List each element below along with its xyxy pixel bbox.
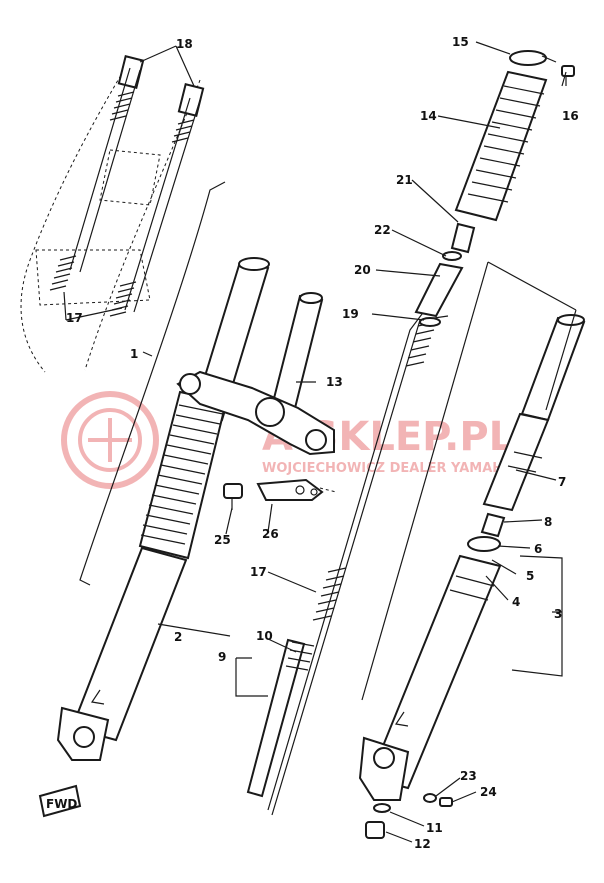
callout-17: 17 [250,565,267,579]
callout-18: 18 [176,37,193,51]
callout-5: 5 [526,569,534,583]
outer-tube [70,546,188,742]
callout-9: 9 [218,650,226,664]
left-fork-assembly [56,257,270,761]
upper-fork-boot [454,70,548,222]
drain-screw [423,793,453,807]
callout-19: 19 [342,307,359,321]
piston-ring-8 [480,512,506,538]
callout-2: 2 [174,630,182,644]
callout-20: 20 [354,263,371,277]
inset-spring-right [109,83,205,317]
spring-seat [419,317,441,327]
callout-14: 14 [420,109,437,123]
callout-16: 16 [562,109,579,123]
callout-12: 12 [414,837,431,851]
assembly-bracket-line [79,181,226,586]
leader-lines [63,41,567,843]
callout-1: 1 [130,347,138,361]
callout-22: 22 [374,223,391,237]
callout-3: 3 [554,607,562,621]
callout-4: 4 [512,595,520,609]
callout-6: 6 [534,542,542,556]
callout-8: 8 [544,515,552,529]
spacer-tube [414,262,464,318]
cap-screw [561,65,575,86]
oil-seal-6 [467,536,501,552]
watermark-sub-text: WOJCIECHOWICZ DEALER YAMAHA [262,461,513,476]
fwd-arrow-icon: FWD [38,784,82,818]
damper-bolt [365,803,391,839]
callout-labels: 18 17 1 2 13 25 26 17 10 9 15 16 14 21 2… [66,35,579,851]
inset-ghost-assembly [20,55,205,373]
under-bracket-assembly [176,292,335,456]
callout-25: 25 [214,533,231,547]
inset-spring-left [49,55,145,291]
callout-7: 7 [558,475,566,489]
alignment-line [361,261,577,701]
rebound-spring [285,641,315,671]
right-inner-tube [482,314,586,512]
watermark-logo [61,391,159,489]
dust-cap [509,50,557,66]
callout-15: 15 [452,35,469,49]
svg-text:FWD: FWD [46,797,77,811]
callout-26: 26 [262,527,279,541]
callout-24: 24 [480,785,497,799]
callout-10: 10 [256,629,273,643]
oil-seal-upper [450,222,476,254]
callout-23: 23 [460,769,477,783]
cable-guide-bolt [223,483,243,510]
callout-17-inset: 17 [66,311,83,325]
right-outer-tube [358,554,502,801]
callout-13: 13 [326,375,343,389]
washer-22 [442,251,462,261]
callout-11: 11 [426,821,443,835]
cable-guide [256,478,337,501]
callout-21: 21 [396,173,413,187]
